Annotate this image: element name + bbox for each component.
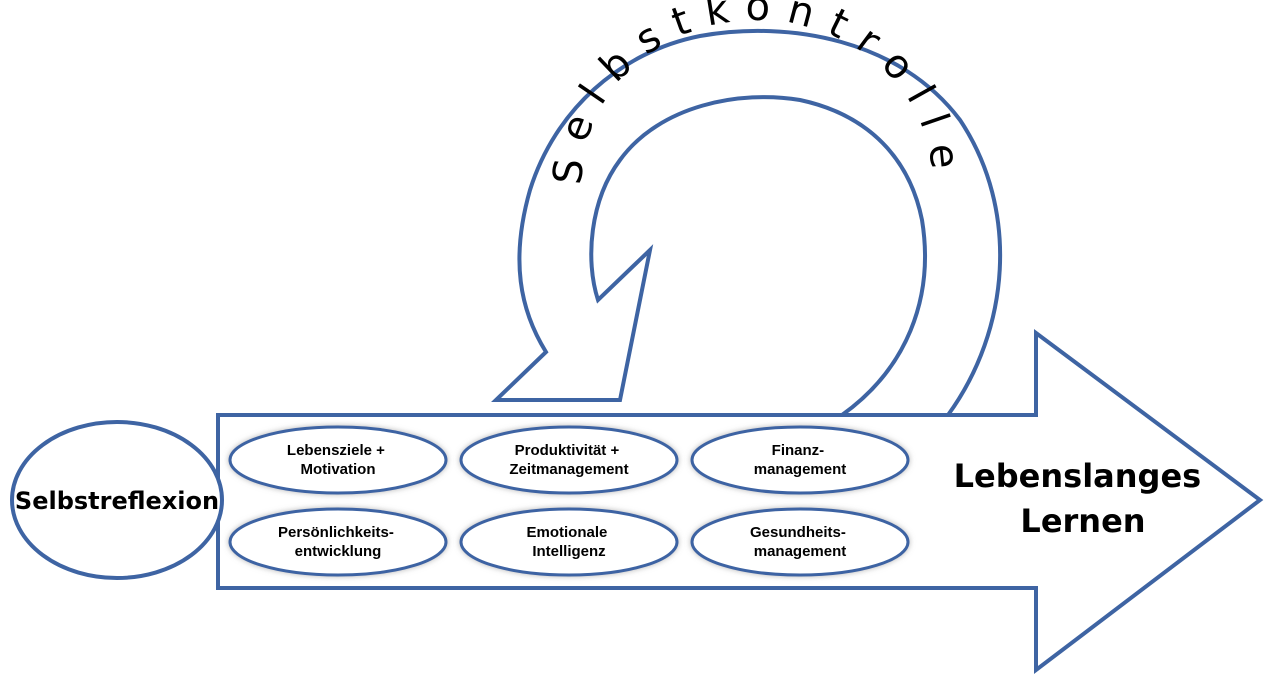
selbstreflexion-ellipse	[10, 420, 224, 580]
svg-text:Gesundheits- management: Gesundheits- management	[750, 524, 850, 560]
pill-gesundheitsmanagement-line1: Gesundheits-	[750, 524, 846, 541]
pill-produktivitaet	[459, 425, 679, 495]
selbstreflexion-label: Selbstreflexion	[15, 487, 219, 515]
curved-feedback-arrow	[491, 28, 1003, 417]
pill-gesundheitsmanagement	[690, 507, 910, 577]
pill-produktivitaet-line1: Produktivität +	[515, 442, 620, 459]
svg-text:Persönlichkeits- entwicklu: Persönlichkeits- entwicklung	[278, 524, 398, 560]
pill-lebensziele-line2: Motivation	[301, 461, 376, 478]
pill-finanzmanagement-line2: management	[754, 461, 847, 478]
pill-gesundheitsmanagement-line2: management	[754, 543, 847, 560]
pill-produktivitaet-line2: Zeitmanagement	[509, 461, 628, 478]
pill-persoenlichkeit-line2: entwicklung	[295, 543, 382, 560]
lebenslanges-label: Lebenslanges	[954, 457, 1202, 495]
main-arrow	[216, 329, 1264, 675]
pill-lebensziele-line1: Lebensziele +	[287, 442, 385, 459]
svg-text:Lebenslanges Lernen: Lebenslanges Lernen	[954, 457, 1213, 540]
pill-emotionale-intelligenz-line2: Intelligenz	[532, 543, 605, 560]
svg-text:Lebensziele + Motivation: Lebensziele + Motivation	[287, 442, 389, 478]
pill-persoenlichkeit	[228, 507, 448, 577]
pill-emotionale-intelligenz	[459, 507, 679, 577]
pill-finanzmanagement-line1: Finanz-	[772, 442, 825, 459]
svg-text:Emotionale Intelligenz: Emotionale Intelligenz	[526, 524, 611, 560]
svg-text:Produktivität + Zeitmanage: Produktivität + Zeitmanagement	[509, 442, 628, 478]
pill-persoenlichkeit-line1: Persönlichkeits-	[278, 524, 394, 541]
lernen-label: Lernen	[1020, 502, 1145, 540]
pill-finanzmanagement	[690, 425, 910, 495]
svg-text:Finanz- management: Finanz- management	[754, 442, 847, 478]
pill-emotionale-intelligenz-line1: Emotionale	[526, 524, 607, 541]
pill-lebensziele	[228, 425, 448, 495]
